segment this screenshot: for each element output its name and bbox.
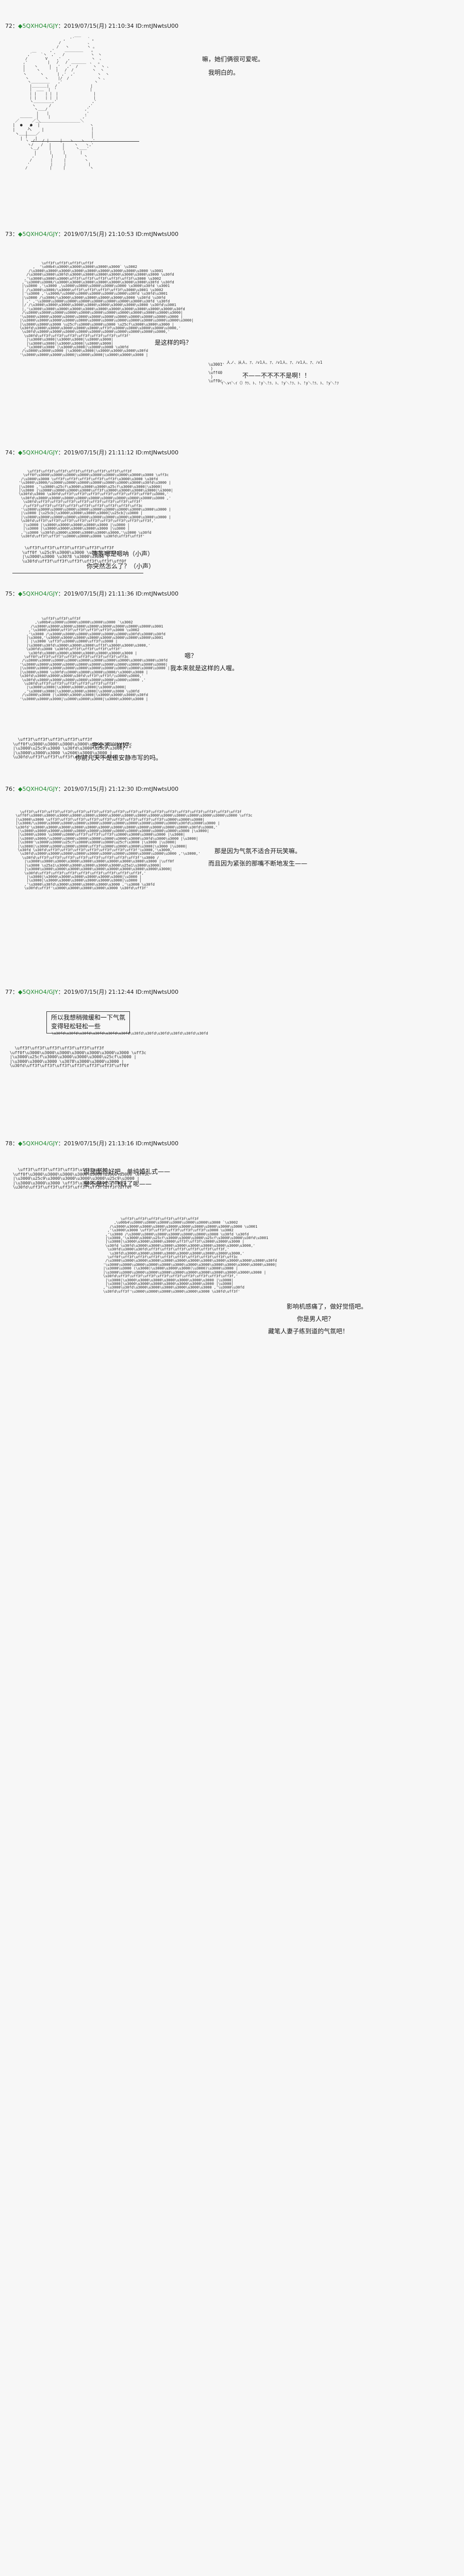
post-75: 75：◆5QXHO4/GJY：2019/07/15(月) 21:11:36 ID… [0,590,464,784]
post-73: 73：◆5QXHO4/GJY：2019/07/15(月) 21:10:53 ID… [0,231,464,447]
ascii-art-77-face: \uff3f\uff3f\uff3f\uff3f\uff3f\uff3f \uf… [9,1046,146,1068]
ascii-art-73-figure: \uff3f\uff3f\uff3f\uff3f , '\u00b4\u3000… [20,261,194,357]
post-header-75: 75：◆5QXHO4/GJY：2019/07/15(月) 21:11:36 ID… [5,590,179,597]
dialogue-76-line-1: 那是因为气氛不适合开玩笑嘛。 [214,848,302,855]
dialogue-78-tail-1: 影响机感痛了，做好觉悟吧。 [287,1303,368,1310]
ascii-art-76-figure: \uff3f\uff3f\uff3f\uff3f\uff3f\uff3f\uff… [15,810,253,891]
ascii-art-77-hatch: \u30fd\u30fd\u30fd\u30fd\u30fd\u30fd\u30… [52,1031,208,1036]
ascii-art-75-face: \uff3f\uff3f\uff3f\uff3f\uff3f \uff0f\u3… [12,737,132,759]
ascii-art-72-main: ___ , '´ ` 。 / 、 / ヽ ヽ 。 __ ,' ＿＿＿＿＿ 。 ,… [23,32,111,171]
post-header-76: 76：◆5QXHO4/GJY：2019/07/15(月) 21:12:30 ID… [5,786,179,792]
post-header-77: 77：◆5QXHO4/GJY：2019/07/15(月) 21:12:44 ID… [5,989,179,995]
dialogue-75-line-3: 完全不一样好。 [92,742,136,749]
ascii-art-78-figure: \uff3f\uff3f\uff3f\uff3f\uff3f\uff3f ,\u… [103,1217,277,1294]
dialogue-75-line-4: 你前几天不是很安静市写的吗。 [75,754,162,761]
ascii-art-73-side: \u3001 ) \uff40 ) \uff0c [208,362,223,383]
dialogue-73-line-1: 是这样的吗？ [155,339,192,346]
dialogue-75-line-1: 嗯？ [185,652,197,659]
dialogue-72-line-1: 嘛，她们俩很可爱呢。 [202,56,264,63]
post-76: 76：◆5QXHO4/GJY：2019/07/15(月) 21:12:30 ID… [0,786,464,987]
thread-page: 72：◆5QXHO4/GJY：2019/07/15(月) 21:10:34 ID… [0,7,464,1357]
dialogue-75-line-2: 我本来就是这样的人喔。 [170,665,239,672]
post-header-73: 73：◆5QXHO4/GJY：2019/07/15(月) 21:10:53 ID… [5,231,179,238]
ascii-art-73-shout-top: 、、人ノ、从人、ｱ、ﾉv1人、ｱ、ﾉv1人、ｱ、ﾉv1人、ｱ、ﾉv1 [221,360,323,365]
post-78: 78：◆5QXHO4/GJY：2019/07/15(月) 21:13:16 ID… [0,1140,464,1357]
post-77: 77：◆5QXHO4/GJY：2019/07/15(月) 21:12:44 ID… [0,989,464,1138]
ascii-art-72-face: ＿＿＿ ／ ＼ | ● ● | | へ | ヽ＿＿＿＿／ | | [12,114,44,141]
post-header-72: 72：◆5QXHO4/GJY：2019/07/15(月) 21:10:34 ID… [5,23,179,29]
dialogue-78-tail-3: 藏笔人妻子练到道的气氛吧！ [268,1328,349,1335]
divider-72 [31,141,139,142]
ascii-art-75-figure: \uff3f\uff3f\uff3f ,\u00b4\u3000\u3000\u… [20,617,170,701]
post-72: 72：◆5QXHO4/GJY：2019/07/15(月) 21:10:34 ID… [0,7,464,229]
dialogue-76-line-2: 而且因为紧张的那嘴不断地发生—— [208,860,308,867]
quote-77-line-1: 所以我想稍微缓和一下气氛 [51,1014,126,1021]
post-header-74: 74：◆5QXHO4/GJY：2019/07/15(月) 21:11:12 ID… [5,449,179,456]
dialogue-73-shout: 不——不不不不是啊！！ [242,372,311,379]
dialogue-72-line-2: 我明白的。 [208,69,240,76]
quote-77-line-2: 变得轻松轻松一些 [51,1023,101,1030]
dialogue-74-line-1: 等等嗯是嗯呐（小声） [92,550,154,557]
dialogue-74-line-2: 你突然怎么了？（小声） [87,563,155,570]
quote-box-77: 所以我想稍微缓和一下气氛 变得轻松轻松一些 [46,1011,130,1033]
ascii-art-74-figure: \uff3f\uff3f\uff3f\uff3f\uff3f\uff3f\uff… [19,469,173,538]
ascii-art-74-face: \uff3f\uff3f\uff3f\uff3f\uff3f\uff3f \uf… [22,546,127,564]
ascii-art-73-shout-bottom: ｀ｲ＼vｲ＼ｲ（）ｹﾂ、ﾄ、!y＼!ﾂ、ﾄ、!y＼!ﾂ、ﾄ、!y＼!ﾂ、ﾄ、!y… [218,381,339,385]
ascii-art-78-face: \uff3f\uff3f\uff3f\uff3f\uff3f\uff3f \uf… [12,1167,150,1190]
post-header-78: 78：◆5QXHO4/GJY：2019/07/15(月) 21:13:16 ID… [5,1140,179,1147]
dialogue-78-line-1: 但是面很好吧。单纯婚礼式—— [84,1168,171,1175]
dialogue-78-tail-2: 你是男人吧？ [297,1315,335,1323]
post-74: 74：◆5QXHO4/GJY：2019/07/15(月) 21:11:12 ID… [0,449,464,588]
dialogue-78-line-2: 是不是过了飞跃了呢—— [84,1180,152,1188]
